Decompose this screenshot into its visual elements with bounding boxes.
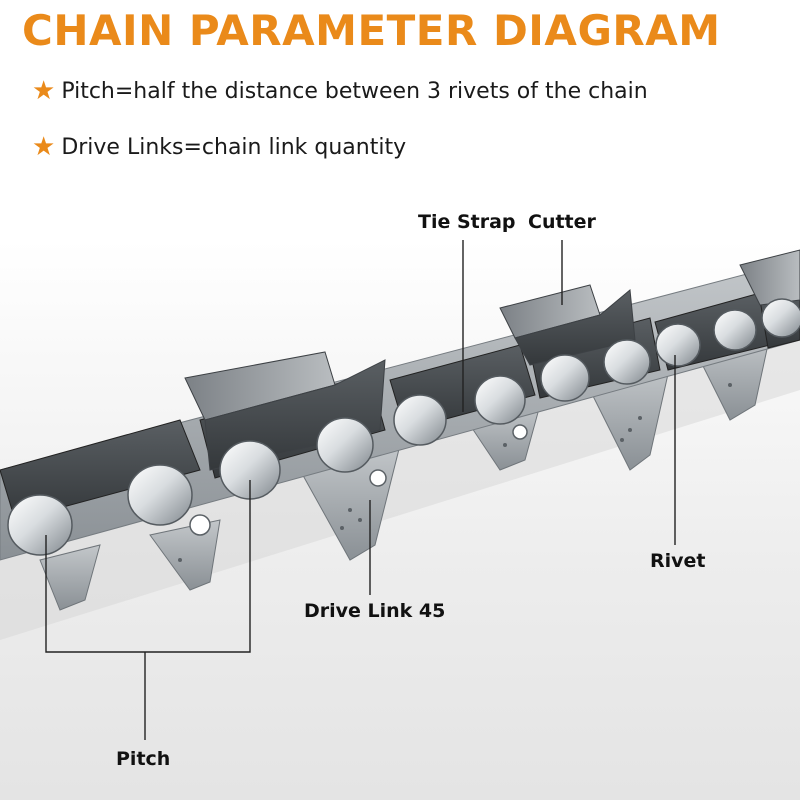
cutter-right bbox=[499, 284, 636, 366]
label-drive-link: Drive Link 45 bbox=[304, 600, 446, 622]
bullet-drive-links: ★ Drive Links=chain link quantity bbox=[32, 134, 406, 160]
star-icon: ★ bbox=[32, 132, 56, 162]
bullet-drive-links-text: Drive Links=chain link quantity bbox=[61, 134, 407, 160]
label-cutter: Cutter bbox=[528, 211, 596, 233]
diagram-title: CHAIN PARAMETER DIAGRAM bbox=[22, 6, 721, 55]
label-rivet: Rivet bbox=[650, 550, 706, 572]
label-tie-strap: Tie Strap bbox=[418, 211, 516, 233]
star-icon: ★ bbox=[32, 76, 56, 106]
rivets bbox=[7, 298, 800, 556]
callout-lines bbox=[45, 240, 676, 740]
bullet-pitch-text: Pitch=half the distance between 3 rivets… bbox=[61, 78, 648, 104]
cutter-far-right bbox=[739, 249, 800, 306]
label-pitch: Pitch bbox=[116, 748, 171, 770]
bullet-pitch: ★ Pitch=half the distance between 3 rive… bbox=[32, 78, 648, 104]
